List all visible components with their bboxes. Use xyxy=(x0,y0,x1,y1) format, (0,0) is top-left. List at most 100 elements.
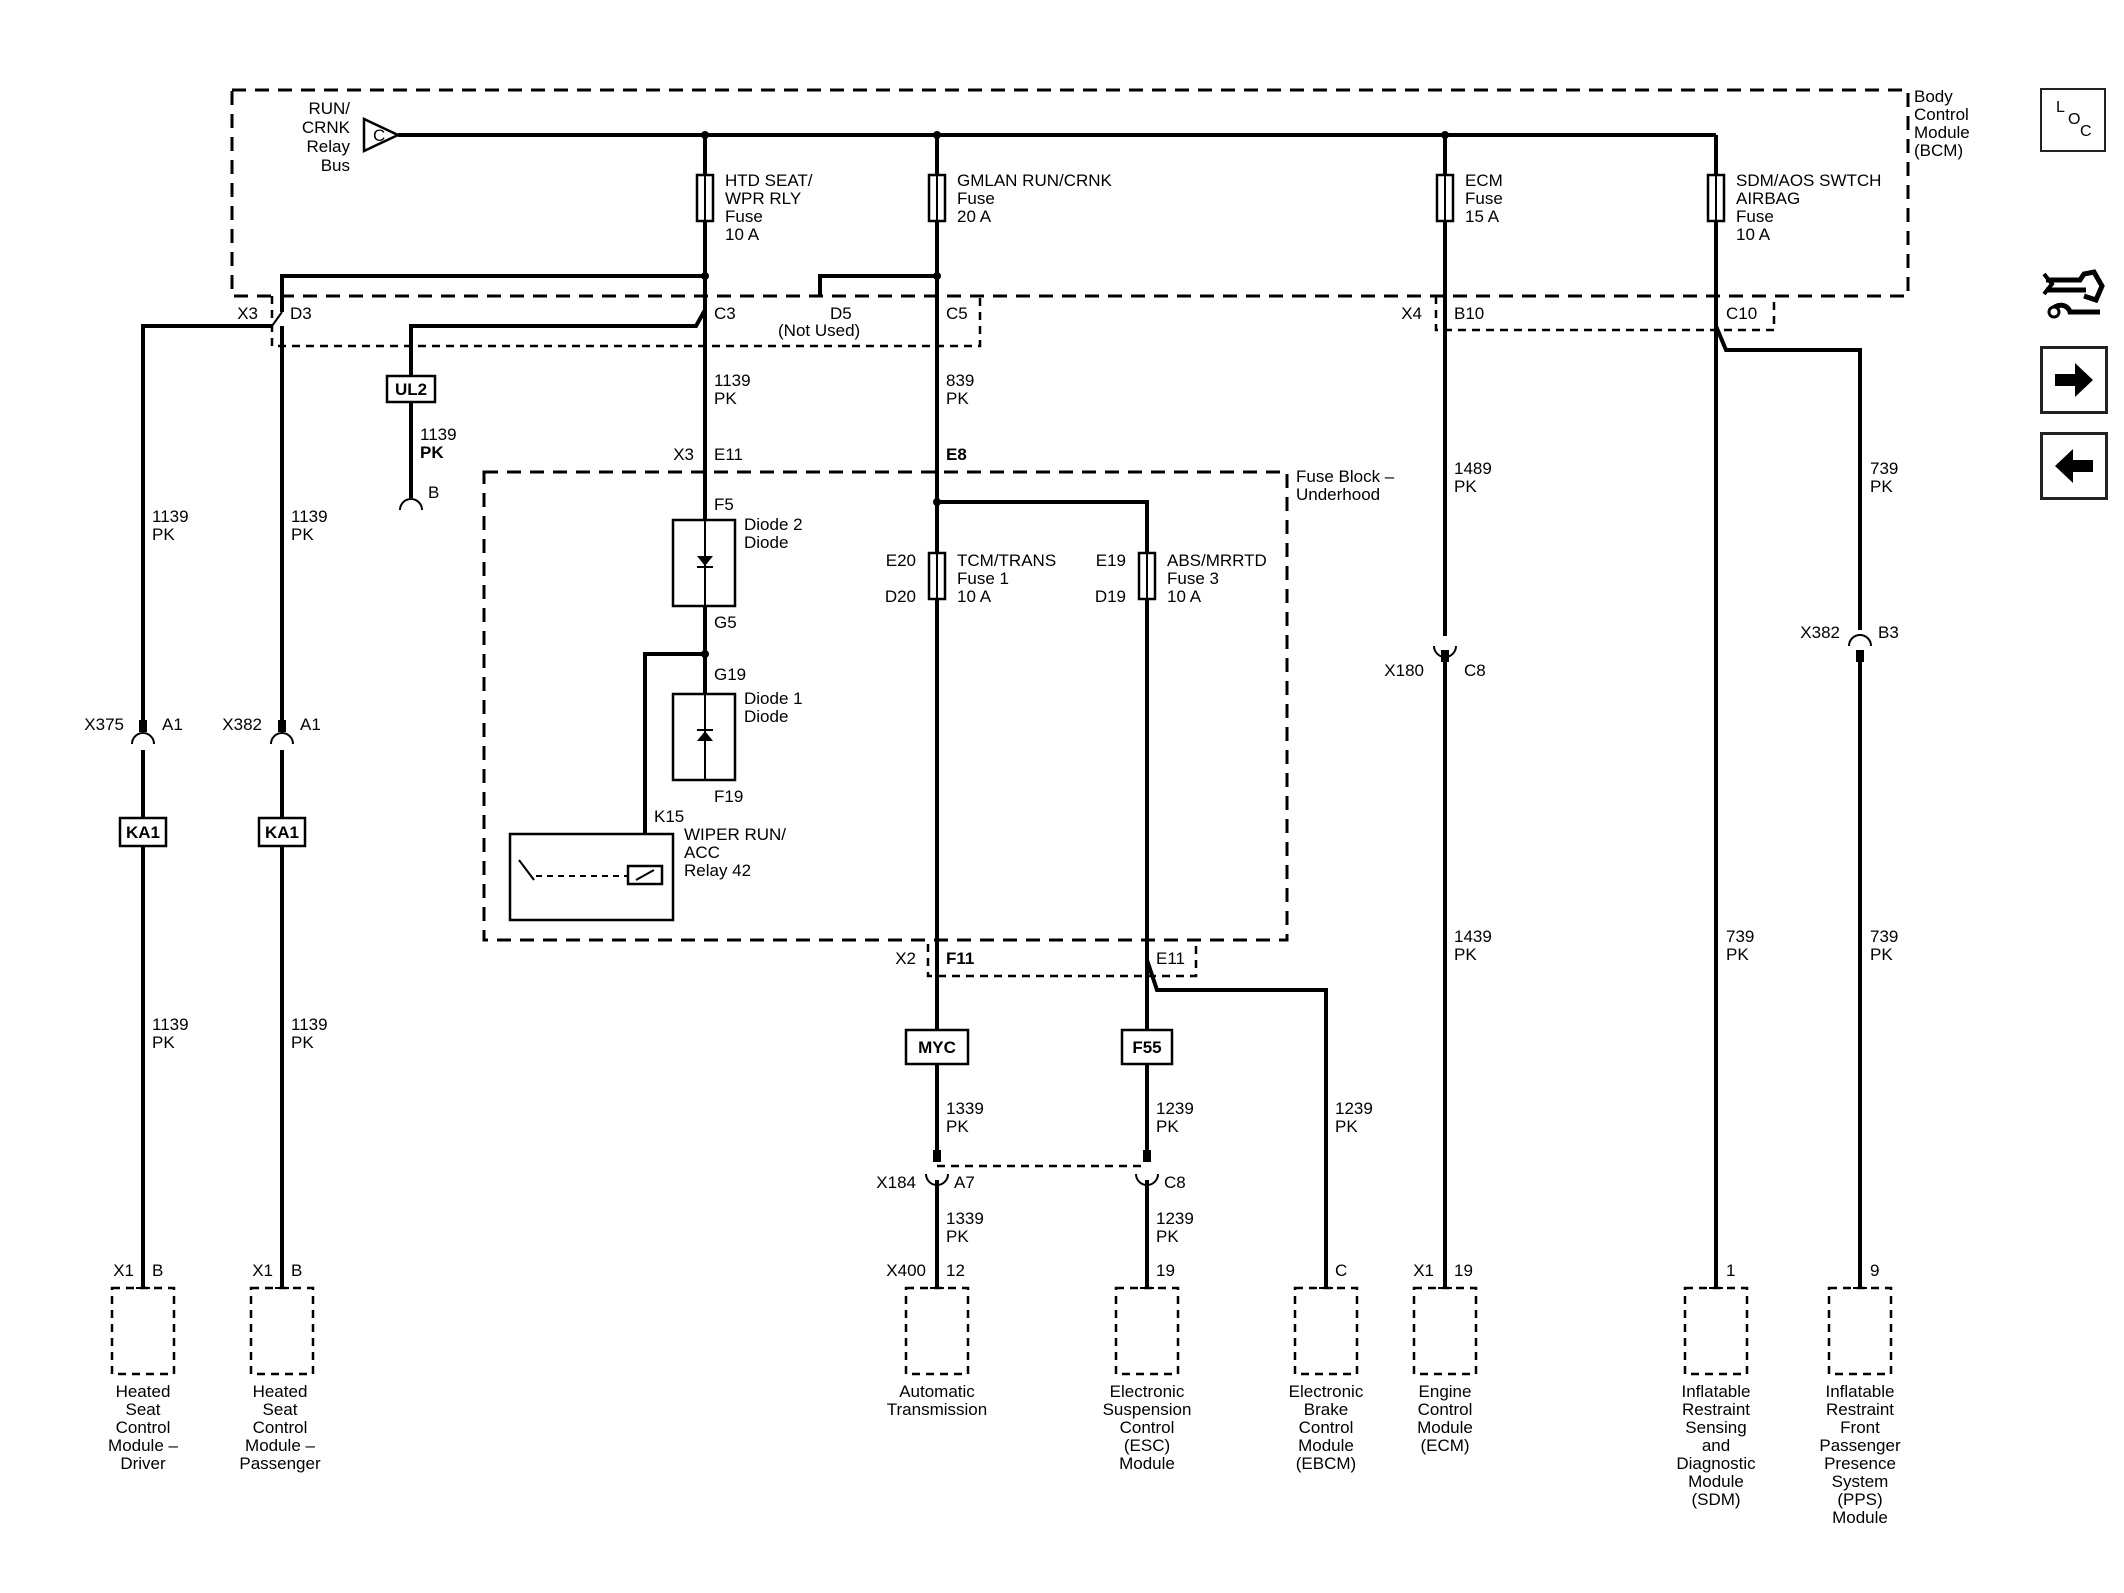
ka1b-label: KA1 xyxy=(265,823,299,842)
svg-text:Control: Control xyxy=(1120,1418,1175,1437)
svg-text:Sensing: Sensing xyxy=(1685,1418,1746,1437)
svg-text:Passenger: Passenger xyxy=(239,1454,321,1473)
module-ecm xyxy=(1412,1286,1478,1376)
conn-d20-label: D20 xyxy=(885,587,916,606)
wire-1239-label-a: 1239 PK xyxy=(1156,1099,1194,1136)
conn-x4-label: X4 xyxy=(1401,304,1422,323)
svg-text:Diagnostic: Diagnostic xyxy=(1676,1454,1756,1473)
module-name-ecm: Engine Control Module (ECM) xyxy=(1417,1382,1473,1455)
pps-feed-wire xyxy=(1714,325,1862,630)
conn-x382b-label: X382 xyxy=(1800,623,1840,642)
svg-text:Module –: Module – xyxy=(245,1436,315,1455)
conn-bb-label: B xyxy=(291,1261,302,1280)
htd-seat-fuse-label: HTD SEAT/ WPR RLY Fuse 10 A xyxy=(725,171,813,244)
conn-a7-label: A7 xyxy=(954,1173,975,1192)
conn-d5-label: D5 xyxy=(830,304,852,323)
conn-p9-label: 9 xyxy=(1870,1261,1879,1280)
svg-text:1339: 1339 xyxy=(946,1099,984,1118)
svg-text:ABS/MRRTD: ABS/MRRTD xyxy=(1167,551,1267,570)
svg-text:1239: 1239 xyxy=(1156,1209,1194,1228)
x382a-connector xyxy=(270,732,294,745)
svg-text:Module: Module xyxy=(1298,1436,1354,1455)
svg-text:Heated: Heated xyxy=(116,1382,171,1401)
wire-1139-ul2-label: 1139 PK xyxy=(420,425,457,462)
svg-text:PK: PK xyxy=(1156,1227,1179,1246)
conn-x184-label: X184 xyxy=(876,1173,916,1192)
svg-text:L: L xyxy=(2056,99,2065,116)
conn-e11b-label: E11 xyxy=(1156,949,1185,968)
conn-c5-label: C5 xyxy=(946,304,968,323)
svg-text:Fuse: Fuse xyxy=(725,207,763,226)
svg-text:PK: PK xyxy=(1156,1117,1179,1136)
module-name-hscm-passenger: Heated Seat Control Module – Passenger xyxy=(239,1382,321,1473)
svg-text:1339: 1339 xyxy=(946,1209,984,1228)
relay-bus-symbol xyxy=(362,117,401,153)
svg-text:(PPS): (PPS) xyxy=(1837,1490,1882,1509)
svg-text:Underhood: Underhood xyxy=(1296,485,1380,504)
conn-f5-label: F5 xyxy=(714,495,734,514)
ul2-splice xyxy=(385,374,437,404)
bus-pin-label: C xyxy=(373,126,385,145)
relay-label: WIPER RUN/ ACC Relay 42 xyxy=(684,825,786,880)
module-heated-seat-passenger xyxy=(249,1286,315,1376)
conn-p19b-label: 19 xyxy=(1454,1261,1473,1280)
loc-icon: L O C xyxy=(2056,99,2092,140)
svg-text:Seat: Seat xyxy=(126,1400,161,1419)
svg-text:PK: PK xyxy=(1335,1117,1358,1136)
wire-1139-label-l3: 1139 PK xyxy=(152,1015,189,1052)
module-pps xyxy=(1827,1286,1893,1376)
svg-text:Module: Module xyxy=(1119,1454,1175,1473)
wire-739-label-b: 739 PK xyxy=(1726,927,1754,964)
sdm-fuse-label: SDM/AOS SWTCH AIRBAG Fuse 10 A xyxy=(1736,171,1881,244)
connector-harness-icon[interactable] xyxy=(2040,256,2108,328)
conn-x1c-label: X1 xyxy=(1413,1261,1434,1280)
conn-d19-label: D19 xyxy=(1095,587,1126,606)
module-sdm xyxy=(1683,1286,1749,1376)
svg-text:Seat: Seat xyxy=(263,1400,298,1419)
conn-p1-label: 1 xyxy=(1726,1261,1735,1280)
relay-switch xyxy=(518,859,535,881)
module-heated-seat-driver xyxy=(110,1286,176,1376)
svg-text:Transmission: Transmission xyxy=(887,1400,987,1419)
bcm-outline xyxy=(230,88,1910,298)
svg-text:Bus: Bus xyxy=(321,156,350,175)
conn-c10-label: C10 xyxy=(1726,304,1757,323)
svg-text:Module: Module xyxy=(1914,123,1970,142)
module-name-transmission: Automatic Transmission xyxy=(887,1382,987,1419)
bus-label: RUN/ CRNK Relay Bus xyxy=(302,99,351,175)
svg-text:Fuse Block –: Fuse Block – xyxy=(1296,467,1395,486)
svg-text:CRNK: CRNK xyxy=(302,118,351,137)
bcm-label: Body Control Module (BCM) xyxy=(1914,87,1970,160)
next-page-button[interactable] xyxy=(2040,346,2108,414)
conn-c3-label: C3 xyxy=(714,304,736,323)
svg-text:Brake: Brake xyxy=(1304,1400,1348,1419)
previous-page-button[interactable] xyxy=(2040,432,2108,500)
abs-feed-wire xyxy=(937,500,1149,553)
conn-e20-label: E20 xyxy=(886,551,916,570)
svg-text:(ESC): (ESC) xyxy=(1124,1436,1170,1455)
svg-text:Electronic: Electronic xyxy=(1289,1382,1364,1401)
svg-text:10 A: 10 A xyxy=(725,225,760,244)
svg-text:ECM: ECM xyxy=(1465,171,1503,190)
ecm-fuse-label: ECM Fuse 15 A xyxy=(1465,171,1503,226)
svg-text:(BCM): (BCM) xyxy=(1914,141,1963,160)
x2-connector-outline xyxy=(926,944,1198,978)
svg-text:Restraint: Restraint xyxy=(1682,1400,1750,1419)
svg-text:PK: PK xyxy=(1726,945,1749,964)
svg-text:10 A: 10 A xyxy=(957,587,992,606)
diode-1-symbol xyxy=(697,731,713,741)
conn-f19-label: F19 xyxy=(714,787,743,806)
conn-d3-label: D3 xyxy=(290,304,312,323)
svg-text:RUN/: RUN/ xyxy=(308,99,350,118)
bcm-connector-x4-outline xyxy=(1434,296,1776,332)
fuse-block-label: Fuse Block – Underhood xyxy=(1296,467,1395,504)
loc-button[interactable]: L O C xyxy=(2040,88,2106,152)
svg-text:Module –: Module – xyxy=(108,1436,178,1455)
wire-1239-label-b: 1239 PK xyxy=(1156,1209,1194,1246)
svg-text:PK: PK xyxy=(1870,945,1893,964)
x375-connector xyxy=(131,732,155,745)
conn-p19a-label: 19 xyxy=(1156,1261,1175,1280)
svg-text:Heated: Heated xyxy=(253,1382,308,1401)
conn-p12-label: 12 xyxy=(946,1261,965,1280)
gmlan-fuse-label: GMLAN RUN/CRNK Fuse 20 A xyxy=(957,171,1113,226)
